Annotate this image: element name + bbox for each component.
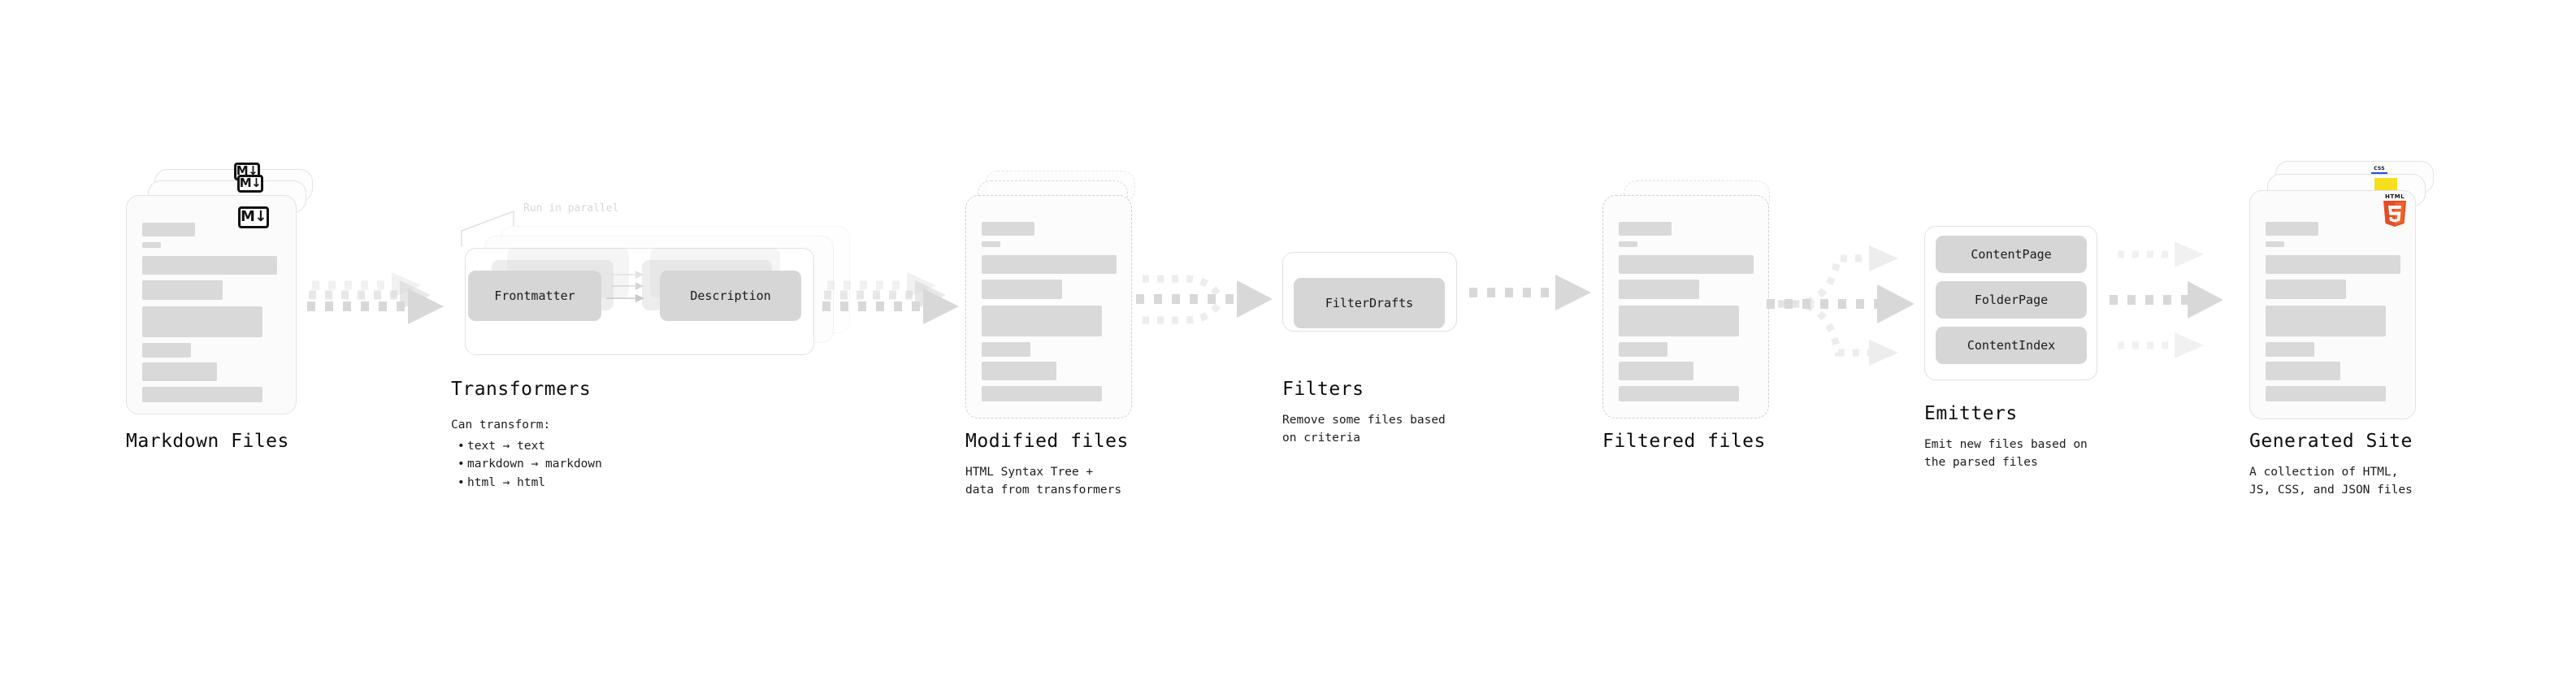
skeleton-line: [2266, 241, 2284, 247]
html5-badge: HTML: [2381, 193, 2409, 227]
markdown-file-card[interactable]: [126, 195, 297, 414]
skeleton-line: [142, 306, 262, 337]
skeleton-line: [982, 342, 1030, 357]
connector-emitters-to-site: [2110, 241, 2223, 358]
skeleton-line: [1619, 306, 1739, 336]
skeleton-line: [982, 255, 1117, 274]
connector-modified-to-filters: [1136, 275, 1273, 324]
emitter-chip-folderpage[interactable]: FolderPage: [1936, 281, 2087, 319]
skeleton-line: [142, 242, 161, 248]
css3-badge: CSS: [2370, 166, 2388, 176]
skeleton-line: [1619, 342, 1667, 357]
filter-chip-filterdrafts[interactable]: FilterDrafts: [1294, 278, 1445, 328]
markdown-badge-label: M↓: [241, 207, 267, 225]
skeleton-line: [982, 362, 1056, 380]
markdown-badge-mid: M↓: [237, 175, 263, 193]
skeleton-line: [142, 387, 262, 402]
filtered-file-card[interactable]: [1602, 195, 1769, 419]
list-item: text → text: [456, 437, 602, 456]
css3-badge-bar: [2371, 172, 2387, 175]
modified-files-subtitle: HTML Syntax Tree + data from transformer…: [965, 466, 1122, 497]
skeleton-line: [982, 386, 1102, 401]
skeleton-line: [2266, 280, 2346, 299]
skeleton-line: [142, 223, 195, 236]
transformer-chip-frontmatter[interactable]: Frontmatter: [468, 271, 601, 321]
markdown-badge-mid-label: M↓: [239, 175, 262, 190]
emitter-chip-folderpage-label: FolderPage: [1974, 293, 2049, 307]
transformer-chip-description-label: Description: [690, 288, 771, 303]
skeleton-line: [1619, 280, 1699, 299]
stage-title-modified-files: Modified files: [965, 431, 1129, 452]
filters-subtitle: Remove some files based on criteria: [1282, 414, 1446, 445]
skeleton-line: [982, 222, 1034, 236]
skeleton-line: [142, 280, 223, 300]
skeleton-line: [142, 343, 191, 358]
skeleton-line: [142, 256, 277, 275]
html5-badge-wordmark: HTML: [2384, 193, 2405, 200]
emitter-chip-contentindex-label: ContentIndex: [1967, 338, 2056, 353]
filter-chip-filterdrafts-label: FilterDrafts: [1325, 296, 1414, 310]
skeleton-line: [142, 362, 217, 381]
emitter-chip-contentindex[interactable]: ContentIndex: [1936, 327, 2087, 364]
markdown-badge-back-label: M↓: [236, 163, 258, 178]
skeleton-line: [2266, 255, 2400, 274]
skeleton-line: [2266, 222, 2318, 236]
markdown-badge: M↓: [238, 206, 269, 228]
skeleton-line: [1619, 386, 1739, 401]
run-in-parallel-caption: Run in parallel: [523, 202, 619, 215]
site-file-card[interactable]: [2249, 190, 2416, 419]
skeleton-line: [1619, 222, 1672, 236]
emitter-chip-contentpage[interactable]: ContentPage: [1936, 236, 2087, 273]
stage-title-emitters: Emitters: [1924, 403, 2018, 424]
transformer-chip-frontmatter-label: Frontmatter: [494, 288, 575, 303]
javascript-badge: [2374, 178, 2397, 192]
connector-filtered-to-emitters: [1767, 245, 1915, 366]
skeleton-line: [2266, 386, 2386, 401]
generated-site-subtitle: A collection of HTML, JS, CSS, and JSON …: [2249, 466, 2413, 497]
list-item: markdown → markdown: [456, 455, 602, 474]
skeleton-line: [982, 280, 1062, 299]
css3-badge-label: CSS: [2374, 166, 2385, 171]
transformer-chip-description[interactable]: Description: [660, 271, 801, 321]
connector-md-to-transformers: [307, 272, 444, 324]
transformers-subtitle: Can transform:: [451, 419, 551, 432]
skeleton-line: [1619, 255, 1754, 274]
connector-filters-to-filtered: [1469, 275, 1591, 310]
html5-shield-icon: [2383, 201, 2406, 227]
stage-title-markdown-files: Markdown Files: [126, 431, 289, 452]
skeleton-line: [1619, 362, 1693, 380]
emitter-chip-contentpage-label: ContentPage: [1971, 247, 2052, 262]
skeleton-line: [982, 306, 1102, 336]
skeleton-line: [2266, 362, 2340, 380]
stage-title-generated-site: Generated Site: [2249, 431, 2413, 452]
list-item: html → html: [456, 474, 602, 492]
skeleton-line: [1619, 241, 1637, 247]
stage-title-filters: Filters: [1282, 379, 1364, 400]
skeleton-line: [982, 241, 1000, 247]
skeleton-line: [2266, 306, 2386, 336]
skeleton-line: [2266, 342, 2314, 357]
modified-file-card[interactable]: [965, 195, 1132, 419]
stage-title-filtered-files: Filtered files: [1602, 431, 1766, 452]
emitters-subtitle: Emit new files based on the parsed files: [1924, 438, 2088, 470]
stage-title-transformers: Transformers: [451, 379, 592, 400]
transformers-bullet-list: text → text markdown → markdown html → h…: [456, 437, 602, 492]
